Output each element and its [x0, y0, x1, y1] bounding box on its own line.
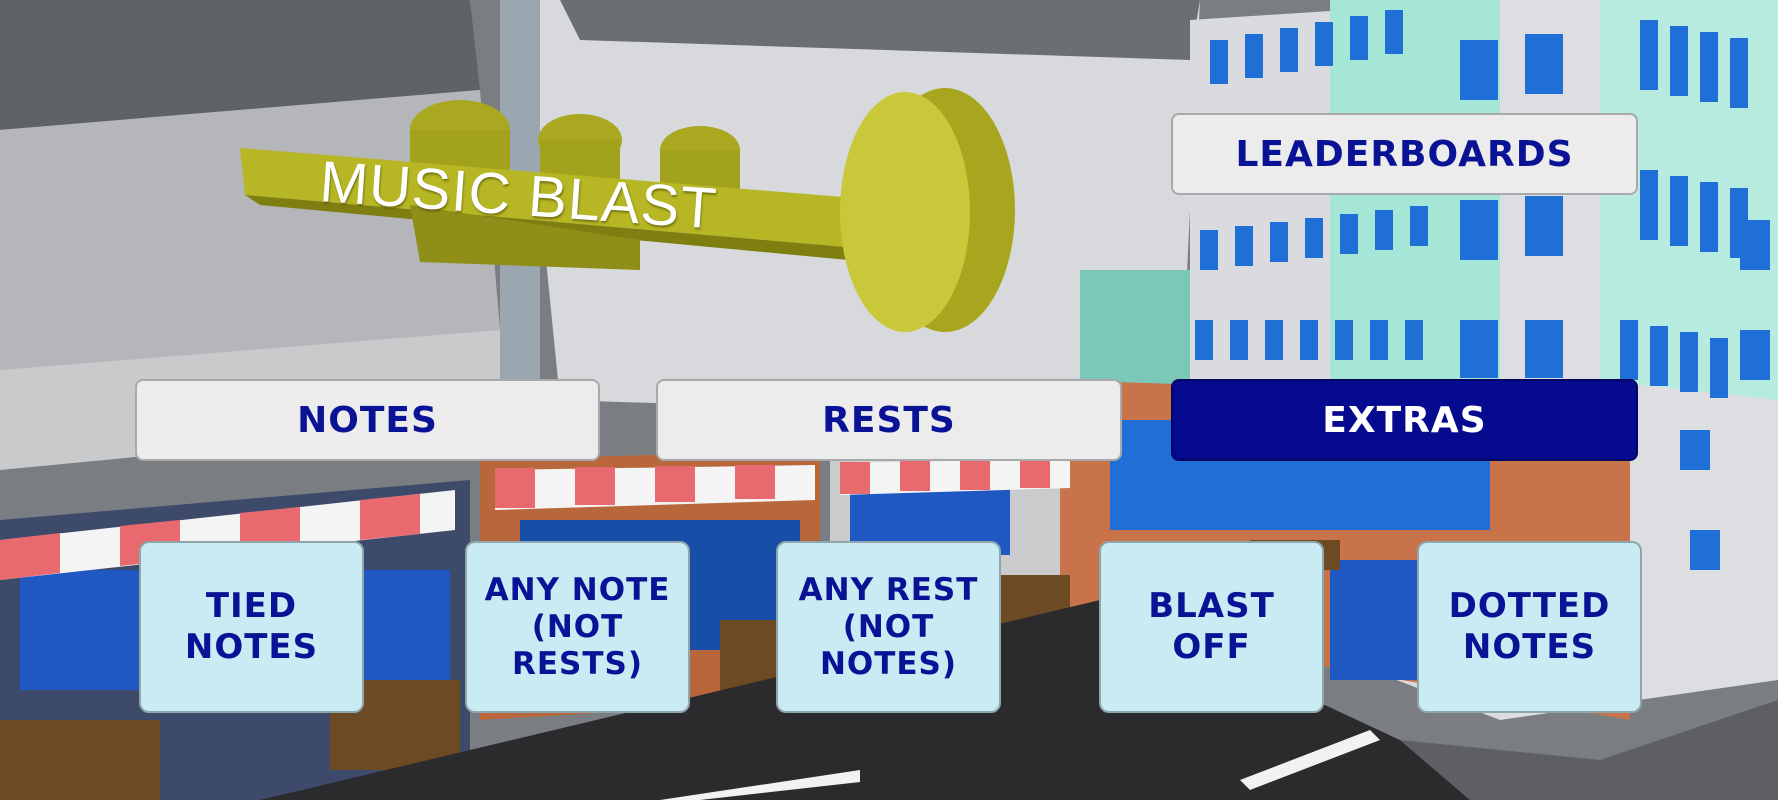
leaderboards-button[interactable]: LEADERBOARDS	[1171, 113, 1638, 195]
trumpet-logo-graphic	[240, 88, 1015, 332]
tied-notes-button[interactable]: TIED NOTES	[139, 541, 364, 713]
tab-notes[interactable]: NOTES	[135, 379, 600, 461]
tab-rests[interactable]: RESTS	[656, 379, 1122, 461]
dotted-notes-button[interactable]: DOTTED NOTES	[1417, 541, 1642, 713]
tab-extras[interactable]: EXTRAS	[1171, 379, 1638, 461]
any-rest-button[interactable]: ANY REST (NOT NOTES)	[776, 541, 1001, 713]
any-note-button[interactable]: ANY NOTE (NOT RESTS)	[465, 541, 690, 713]
blast-off-button[interactable]: BLAST OFF	[1099, 541, 1324, 713]
